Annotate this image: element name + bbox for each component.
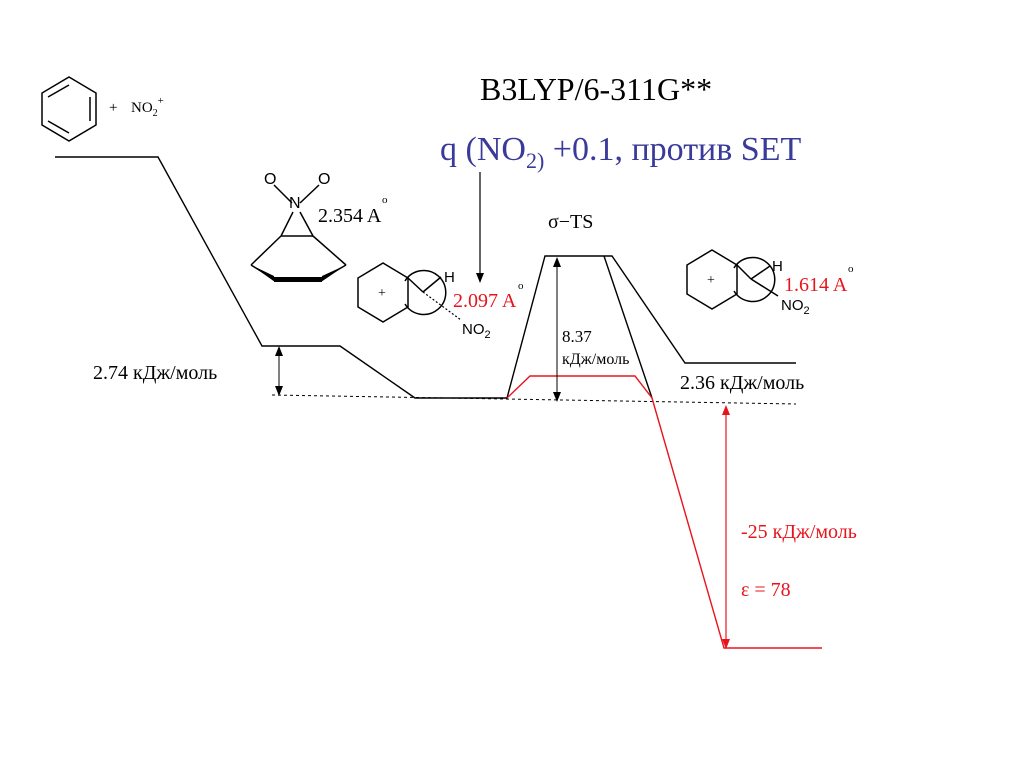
energy-profile-gas [55,156,796,399]
benzene-reactant [41,76,97,142]
right-energy-label: 2.36 кДж/моль [680,372,804,394]
pi-complex-ring-mark: o [382,194,388,206]
solvent-energy-label: -25 кДж/моль [741,521,857,543]
energy-profile-solvent [506,375,822,649]
sigma-ts-distance: 2.097 A [453,290,517,312]
pi-complex-bold-wedge-right [321,265,346,282]
barrier-unit: кДж/моль [562,351,629,368]
product-h: H [772,258,783,275]
sigma-ts-ring-mark: o [518,280,524,292]
reactant-no2: NO2+ [131,95,164,119]
subtitle-q: q (NO [440,131,526,168]
pi-complex-o-left: O [264,171,276,188]
pi-complex-distance: 2.354 A [318,205,382,227]
subtitle-sub: 2) [526,148,544,173]
product-ring-mark: o [848,263,854,275]
reactant-plus: + [109,100,117,116]
sigma-ts-plus: + [378,286,386,301]
barrier-value: 8.37 [562,327,592,346]
sigma-ts-no2: NO2 [462,321,491,341]
pi-complex-bold-bond [274,277,322,282]
left-energy-label: 2.74 кДж/моль [93,362,217,384]
product-plus: + [707,273,715,288]
sigma-ts-structure [357,262,447,323]
title: B3LYP/6-311G** [480,71,712,107]
subtitle-rest: +0.1, против SET [544,131,801,168]
sigma-ts-h: H [444,269,455,286]
pi-complex-o-right: O [318,171,330,188]
product-distance: 1.614 A [784,274,848,296]
ts-right-descent [603,255,653,399]
pi-complex-bold-wedge-left [251,265,275,282]
product-structure [686,249,779,310]
sigma-ts-label: σ−TS [548,211,593,233]
subtitle: q (NO2) +0.1, против SET [440,131,801,173]
epsilon-label: ε = 78 [741,579,791,601]
pi-complex-n: N [289,195,301,212]
product-no2: NO2 [781,297,810,317]
reference-dashed-line [271,394,797,405]
